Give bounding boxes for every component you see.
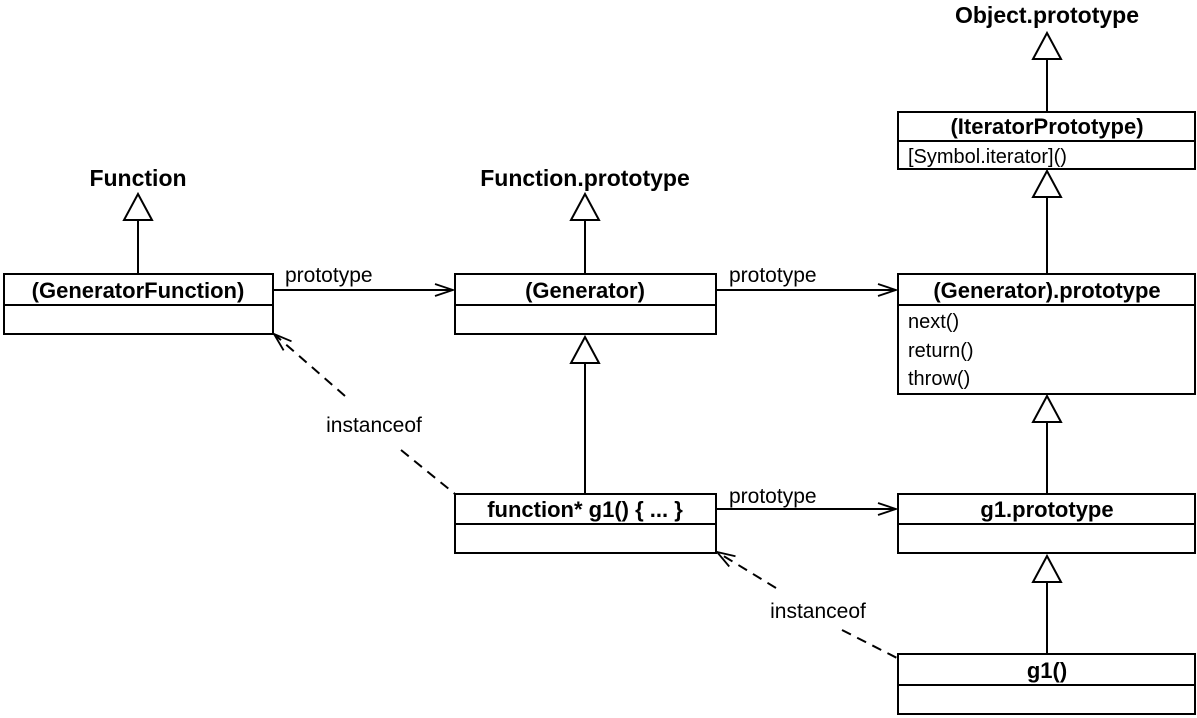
member-throw: throw() (908, 368, 970, 390)
label-function: Function (89, 165, 186, 191)
box-g1-function: function* g1() { ... } (454, 493, 717, 554)
label-object-prototype: Object.prototype (955, 2, 1139, 28)
box-generator-prototype: (Generator).prototype next() return() th… (897, 273, 1196, 395)
triangle-head-genproto (1031, 393, 1063, 423)
member-symbol-iterator: [Symbol.iterator]() (908, 146, 1067, 168)
box-title: (Generator) (525, 278, 645, 303)
box-generator: (Generator) (454, 273, 717, 335)
box-generator-function: (GeneratorFunction) (3, 273, 274, 335)
edge-label-instanceof-1: instanceof (326, 414, 422, 437)
triangle-head-iterproto (1031, 168, 1063, 198)
triangle-head-functionprototype (569, 191, 601, 221)
triangle-head-generator (569, 334, 601, 364)
box-g1-call: g1() (897, 653, 1196, 715)
edge-label-prototype-2: prototype (729, 264, 817, 287)
label-function-prototype: Function.prototype (480, 165, 690, 191)
box-g1-prototype: g1.prototype (897, 493, 1196, 554)
triangle-head-g1proto (1031, 553, 1063, 583)
box-title: (IteratorPrototype) (950, 114, 1143, 139)
instanceof-arrow-2a (717, 552, 777, 589)
edge-label-prototype-3: prototype (729, 485, 817, 508)
instanceof-arrow-1a (274, 334, 346, 397)
box-title: (Generator).prototype (933, 278, 1160, 303)
box-title: function* g1() { ... } (487, 497, 683, 522)
box-title: (GeneratorFunction) (32, 278, 245, 303)
triangle-head-function (122, 191, 154, 221)
box-iterator-prototype: (IteratorPrototype) [Symbol.iterator]() (897, 111, 1196, 170)
edge-label-prototype-1: prototype (285, 264, 373, 287)
member-next: next() (908, 311, 959, 333)
box-title: g1.prototype (980, 497, 1113, 522)
triangle-head-objectprototype (1031, 30, 1063, 60)
connectors (137, 59, 1048, 659)
instanceof-arrow-1b (400, 449, 456, 495)
box-title: g1() (1027, 658, 1067, 683)
edge-label-instanceof-2: instanceof (770, 600, 866, 623)
member-return: return() (908, 340, 974, 362)
inheritance-heads (122, 30, 1063, 583)
instanceof-arrow-2b (841, 629, 898, 659)
